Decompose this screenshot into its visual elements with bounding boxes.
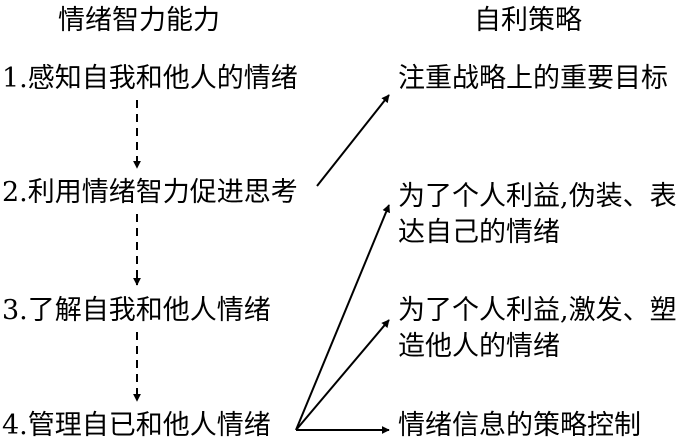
ability-item-1: 1.感知自我和他人的情绪 xyxy=(2,63,298,94)
ability-item-4: 4.管理自已和他人情绪 xyxy=(2,410,271,441)
strategy-item-2-line-2: 达自己的情绪 xyxy=(398,217,560,248)
strategy-item-2-line-1: 为了个人利益,伪装、表 xyxy=(398,181,677,212)
strategy-item-3-line-2: 造他人的情绪 xyxy=(398,331,560,362)
arrow-ability-2-to-strategy-1 xyxy=(316,94,390,187)
strategy-item-1: 注重战略上的重要目标 xyxy=(398,63,668,94)
strategy-item-3-line-1: 为了个人利益,激发、塑 xyxy=(398,295,677,326)
left-column-header: 情绪智力能力 xyxy=(58,5,220,36)
strategy-item-4: 情绪信息的策略控制 xyxy=(398,410,641,441)
ability-item-2: 2.利用情绪智力促进思考 xyxy=(2,177,298,208)
arrow-ability-4-to-strategy-2 xyxy=(295,204,390,431)
arrow-ability-4-to-strategy-3 xyxy=(295,319,390,431)
right-column-header: 自利策略 xyxy=(474,5,582,36)
ability-item-3: 3.了解自我和他人情绪 xyxy=(2,295,271,326)
